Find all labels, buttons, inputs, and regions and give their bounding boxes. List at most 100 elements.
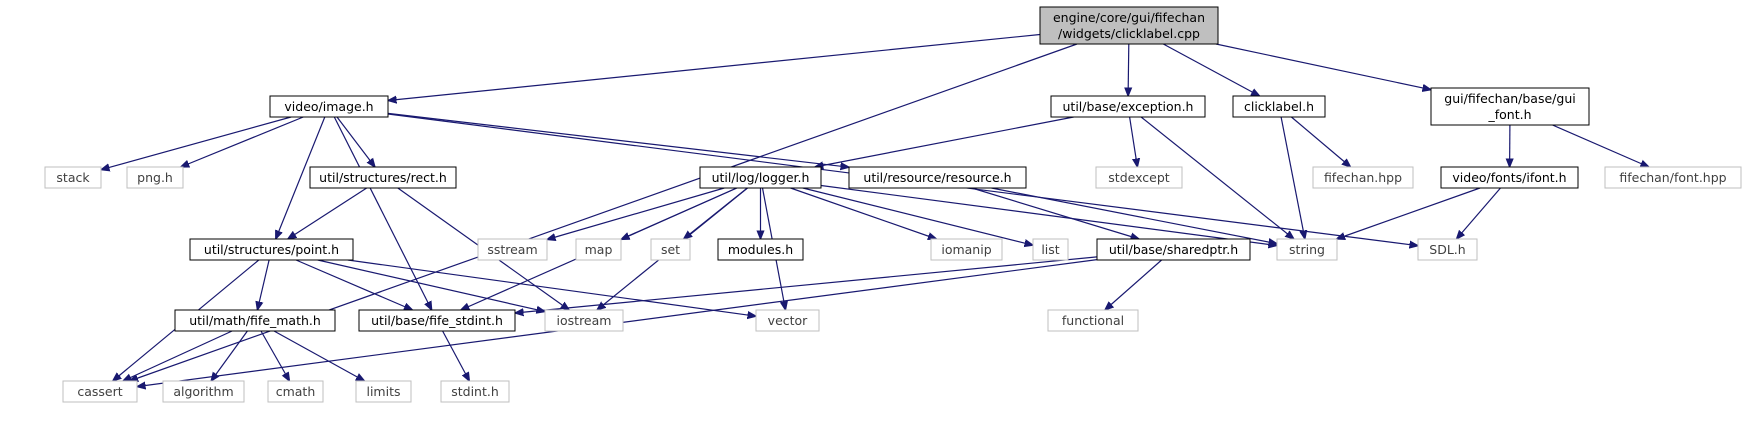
node-cmath: cmath (267, 380, 324, 403)
node-fifemath[interactable]: util/math/fife_math.h (174, 309, 336, 332)
edge-logger-to-iomanip (790, 187, 937, 239)
node-box-fifechanhpp (1312, 166, 1414, 189)
node-label-guifont: _font.h (1487, 107, 1531, 122)
node-label-fifestdint: util/base/fife_stdint.h (371, 313, 503, 328)
node-label-ifont: video/fonts/ifont.h (1452, 170, 1566, 185)
node-box-cmath (267, 380, 324, 403)
node-label-sdl: SDL.h (1429, 242, 1465, 257)
node-label-exception: util/base/exception.h (1063, 99, 1194, 114)
node-box-iomanip (930, 238, 1003, 261)
node-box-set (650, 238, 691, 261)
node-label-vector: vector (768, 313, 809, 328)
node-label-stdint: stdint.h (451, 384, 499, 399)
edge-image-to-stack (101, 116, 292, 170)
edge-root-to-clicklabel (1163, 43, 1259, 96)
node-fifestdint[interactable]: util/base/fife_stdint.h (358, 309, 516, 332)
node-map: map (575, 238, 622, 261)
node-label-clicklabel: clicklabel.h (1244, 99, 1314, 114)
node-label-png: png.h (137, 170, 173, 185)
node-label-resource: util/resource/resource.h (863, 170, 1011, 185)
node-label-root: engine/core/gui/fifechan (1053, 10, 1205, 25)
node-label-cassert: cassert (77, 384, 122, 399)
node-box-png (126, 166, 184, 189)
edge-image-to-point (276, 116, 326, 239)
node-rect[interactable]: util/structures/rect.h (309, 166, 457, 189)
edge-image-to-png (181, 116, 304, 167)
node-sharedptr[interactable]: util/base/sharedptr.h (1096, 238, 1251, 261)
node-label-modules: modules.h (728, 242, 793, 257)
node-logger[interactable]: util/log/logger.h (699, 166, 822, 189)
node-box-limits (355, 380, 412, 403)
node-ifont[interactable]: video/fonts/ifont.h (1440, 166, 1579, 189)
node-box-stdexcept (1095, 166, 1183, 189)
edge-clicklabel-to-fifechanhpp (1291, 116, 1350, 167)
edge-guifont-to-fonthpp (1552, 124, 1649, 167)
node-box-root (1039, 6, 1219, 45)
node-algorithm: algorithm (162, 380, 245, 403)
node-label-limits: limits (366, 384, 400, 399)
node-box-point (189, 238, 354, 261)
node-box-rect (309, 166, 457, 189)
node-root[interactable]: engine/core/gui/fifechan/widgets/clickla… (1039, 6, 1219, 45)
node-label-logger: util/log/logger.h (712, 170, 810, 185)
node-box-modules (717, 238, 804, 261)
node-label-root: /widgets/clicklabel.cpp (1058, 26, 1200, 41)
node-box-sharedptr (1096, 238, 1251, 261)
node-label-list: list (1041, 242, 1059, 257)
node-label-string: string (1289, 242, 1325, 257)
node-box-iostream (544, 309, 624, 332)
node-label-rect: util/structures/rect.h (319, 170, 447, 185)
node-label-point: util/structures/point.h (204, 242, 339, 257)
edge-logger-to-list (802, 187, 1033, 245)
node-box-exception (1050, 95, 1206, 118)
edge-clicklabel-to-string (1280, 116, 1305, 239)
node-label-sstream: sstream (487, 242, 537, 257)
node-label-iomanip: iomanip (941, 242, 991, 257)
edge-sharedptr-to-functional (1105, 259, 1162, 310)
node-functional: functional (1047, 309, 1139, 332)
node-image[interactable]: video/image.h (269, 95, 389, 118)
edge-fifestdint-to-stdint (442, 330, 470, 381)
node-label-stack: stack (56, 170, 90, 185)
node-box-algorithm (162, 380, 245, 403)
edge-image-to-rect (336, 116, 375, 167)
edge-sharedptr-to-fifestdint (515, 256, 1098, 313)
node-label-sharedptr: util/base/sharedptr.h (1109, 242, 1238, 257)
node-iomanip: iomanip (930, 238, 1003, 261)
node-clicklabel[interactable]: clicklabel.h (1232, 95, 1326, 118)
node-box-fifestdint (358, 309, 516, 332)
node-vector: vector (755, 309, 820, 332)
edge-exception-to-logger (815, 116, 1074, 167)
node-iostream: iostream (544, 309, 624, 332)
node-modules[interactable]: modules.h (717, 238, 804, 261)
node-guifont[interactable]: gui/fifechan/base/gui_font.h (1430, 87, 1590, 126)
node-label-cmath: cmath (276, 384, 316, 399)
node-box-resource (848, 166, 1027, 189)
edges-layer (101, 33, 1649, 387)
edge-point-to-fifemath (257, 259, 270, 310)
node-box-stack (44, 166, 102, 189)
edge-point-to-iostream (317, 259, 545, 312)
node-box-list (1032, 238, 1069, 261)
edge-logger-to-string (820, 184, 1277, 246)
node-box-stdint (440, 380, 510, 403)
nodes-layer: engine/core/gui/fifechan/widgets/clickla… (44, 6, 1742, 403)
node-box-fonthpp (1604, 166, 1742, 189)
edge-root-to-exception (1128, 43, 1129, 96)
node-resource[interactable]: util/resource/resource.h (848, 166, 1027, 189)
edge-rect-to-point (288, 187, 368, 239)
node-box-clicklabel (1232, 95, 1326, 118)
node-box-logger (699, 166, 822, 189)
node-box-vector (755, 309, 820, 332)
node-cassert: cassert (62, 380, 138, 403)
node-exception[interactable]: util/base/exception.h (1050, 95, 1206, 118)
edge-image-to-fifestdint (333, 116, 431, 310)
edge-point-to-vector (347, 259, 756, 316)
node-point[interactable]: util/structures/point.h (189, 238, 354, 261)
edge-fifemath-to-algorithm (211, 330, 248, 381)
node-limits: limits (355, 380, 412, 403)
node-box-image (269, 95, 389, 118)
node-string: string (1276, 238, 1338, 261)
node-box-cassert (62, 380, 138, 403)
